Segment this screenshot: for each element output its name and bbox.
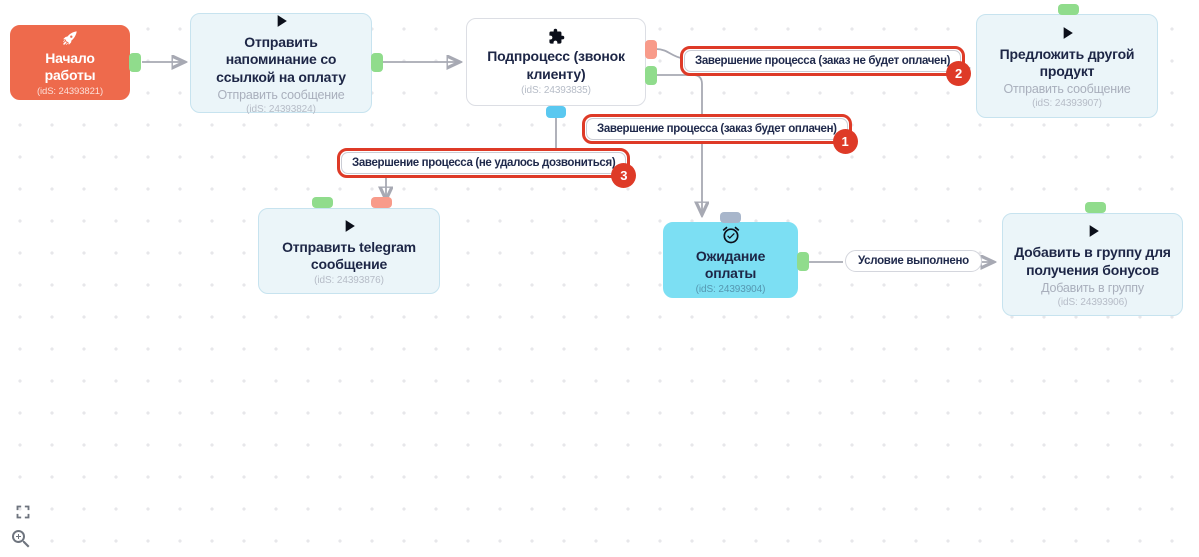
output-handle-subprocess-success[interactable] (645, 66, 657, 85)
edge-label-badge: 1 (832, 129, 858, 154)
edge-label-text: Завершение процесса (не удалось дозвонит… (341, 152, 627, 174)
node-id: (idS: 24393824) (246, 103, 316, 115)
node-title: Начало работы (44, 49, 96, 83)
edge-label-badge: 2 (946, 61, 972, 86)
output-handle-subprocess-bottom[interactable] (546, 106, 566, 118)
node-title: Добавить в группу для получения бонусов (1014, 244, 1171, 278)
play-icon (1057, 23, 1077, 43)
edge-label-text: Завершение процесса (заказ будет оплачен… (586, 118, 848, 140)
node-offer-other-product[interactable]: Предложить другой продукт Отправить сооб… (976, 14, 1158, 118)
node-subtitle: Отправить сообщение (1003, 82, 1131, 97)
input-handle-telegram-salmon[interactable] (371, 197, 392, 208)
node-title: Ожидание оплаты (695, 247, 766, 281)
node-title: Подпроцесс (звонок клиенту) (487, 48, 625, 82)
output-handle-wait[interactable] (797, 252, 809, 271)
output-handle-start[interactable] (129, 53, 141, 72)
input-handle-wait[interactable] (720, 212, 741, 223)
rocket-icon (61, 28, 80, 47)
zoom-in-button[interactable] (8, 528, 34, 554)
node-send-payment-reminder[interactable]: Отправить напоминание со ссылкой на опла… (190, 11, 372, 115)
node-id: (idS: 24393907) (1032, 98, 1102, 110)
fullscreen-icon (12, 501, 34, 528)
node-title: Отправить telegram сообщение (282, 238, 416, 272)
node-start[interactable]: Начало работы (idS: 24393821) (10, 25, 130, 100)
node-id: (idS: 24393904) (695, 284, 766, 296)
alarm-check-icon (721, 225, 741, 245)
node-title: Отправить напоминание со ссылкой на опла… (216, 34, 346, 85)
node-title: Предложить другой продукт (999, 45, 1135, 79)
input-handle-offer[interactable] (1058, 4, 1079, 15)
node-id: (idS: 24393876) (314, 275, 384, 287)
play-icon (339, 216, 359, 236)
zoom-in-icon (9, 527, 33, 556)
edge-label-order-not-paid[interactable]: Завершение процесса (заказ не будет опла… (680, 46, 972, 86)
edge-label-text: Завершение процесса (заказ не будет опла… (684, 50, 962, 72)
play-icon (271, 11, 291, 31)
node-id: (idS: 24393835) (521, 84, 591, 96)
node-wait-payment[interactable]: Ожидание оплаты (idS: 24393904) (663, 222, 798, 298)
edge-label-condition-met[interactable]: Условие выполнено (845, 250, 982, 272)
node-subtitle: Отправить сообщение (217, 87, 345, 102)
node-subtitle: Добавить в группу (1041, 280, 1144, 295)
node-id: (idS: 24393906) (1057, 296, 1128, 308)
node-add-to-bonus-group[interactable]: Добавить в группу для получения бонусов … (1002, 213, 1183, 316)
node-send-telegram-message[interactable]: Отправить telegram сообщение (idS: 24393… (258, 208, 440, 294)
input-handle-group[interactable] (1085, 202, 1106, 213)
output-handle-subprocess-fail[interactable] (645, 40, 657, 59)
node-id: (idS: 24393821) (36, 86, 104, 98)
edge-label-order-paid[interactable]: Завершение процесса (заказ будет оплачен… (582, 114, 858, 154)
play-icon (1083, 221, 1103, 241)
node-subprocess-call-client[interactable]: Подпроцесс (звонок клиенту) (idS: 243938… (466, 18, 646, 106)
edge-label-no-answer[interactable]: Завершение процесса (не удалось дозвонит… (337, 148, 637, 188)
input-handle-telegram-green[interactable] (312, 197, 333, 208)
puzzle-icon (548, 28, 565, 45)
output-handle-reminder[interactable] (371, 53, 383, 72)
fullscreen-button[interactable] (10, 501, 36, 527)
edge-label-badge: 3 (611, 163, 637, 188)
